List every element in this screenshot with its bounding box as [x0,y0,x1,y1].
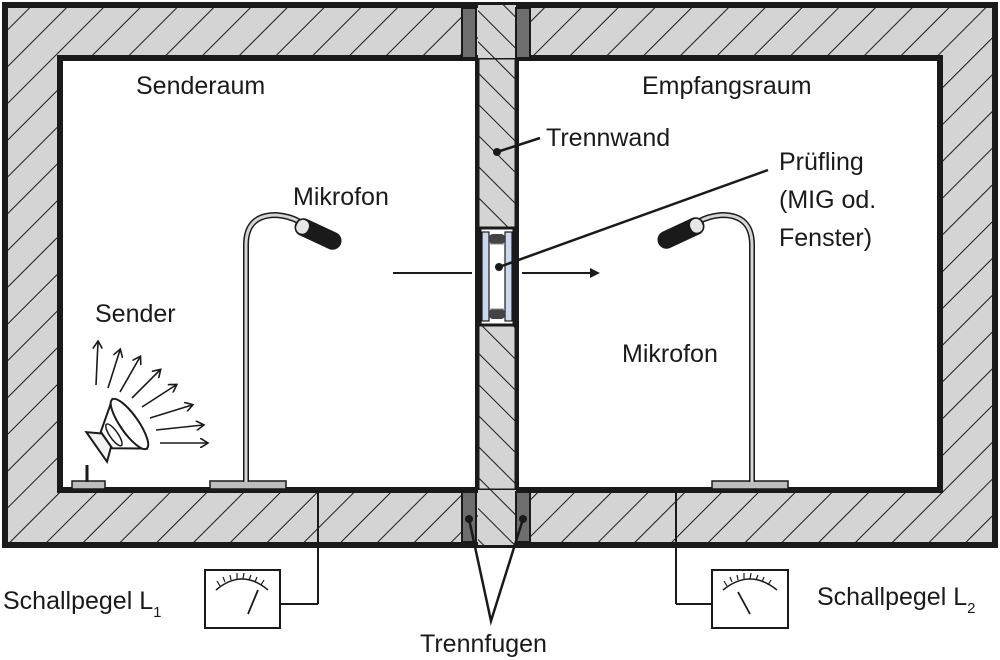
sender-room-label: Senderaum [136,72,265,100]
specimen-label-line1: Prüfling [779,148,864,176]
level-meter-left-icon [204,492,319,629]
microphone-left-label: Mikrofon [293,183,389,211]
partition-wall-top [478,5,516,58]
specimen-label-line3: Fenster) [779,224,872,252]
joints-label: Trennfugen [420,630,547,658]
microphone-right-label: Mikrofon [622,340,718,368]
joint-top-right [515,7,531,59]
joint-top-left [461,7,477,59]
sound-level-2-label: Schallpegel L2 [817,583,975,617]
joints-leader [467,518,525,626]
specimen-label-line2: (MIG od. [779,186,876,214]
sound-level-1-label: Schallpegel L1 [3,587,161,621]
sender-label: Sender [95,300,176,328]
receiver-room-label: Empfangsraum [642,72,812,100]
partition-wall-lower [476,323,518,492]
microphone-left-icon [209,211,342,490]
partition-wall-bottom [478,490,516,545]
partition-wall-upper [476,56,518,230]
specimen-window [478,226,516,327]
level-meter-right-icon [675,492,789,629]
microphone-right-icon [657,211,789,490]
partition-wall-leader [496,136,541,154]
loudspeaker-icon [71,342,207,490]
specimen-leader [498,168,769,269]
partition-wall-label: Trennwand [546,124,670,152]
